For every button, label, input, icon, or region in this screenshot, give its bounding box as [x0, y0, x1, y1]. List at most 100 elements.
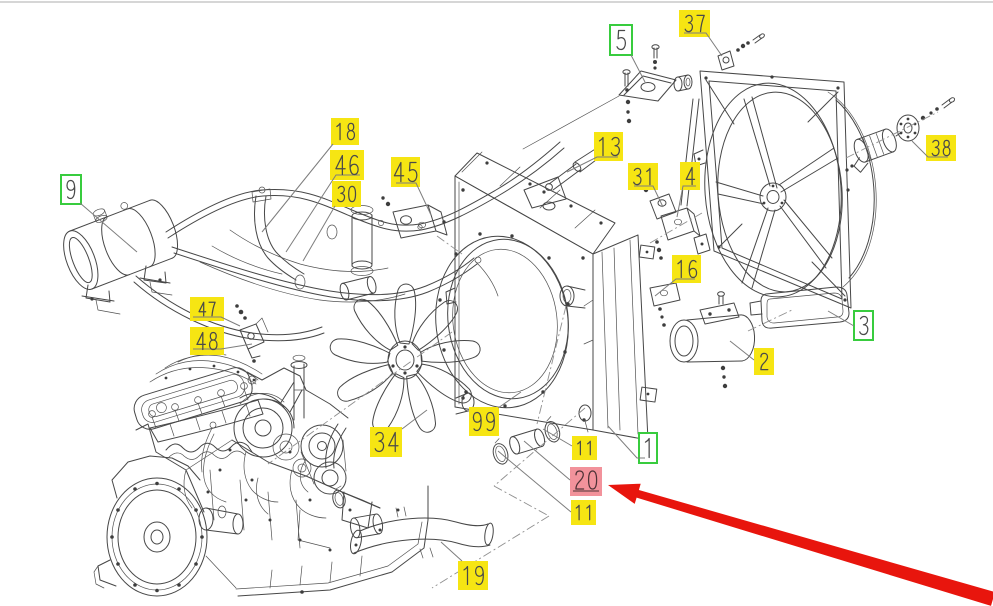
leader-line	[827, 310, 855, 327]
leader-line	[440, 541, 463, 562]
hose-segment-vertical	[350, 205, 374, 276]
flywheel-bolts	[110, 481, 204, 593]
digit-glyph	[587, 470, 598, 490]
leader-line	[79, 202, 138, 253]
part-2-housing	[669, 291, 756, 389]
callout-47[interactable]	[190, 297, 241, 327]
leader-line	[497, 450, 572, 513]
callout-20-highlighted[interactable]	[523, 440, 602, 496]
assembly-dash-lines	[267, 111, 939, 589]
callout-box	[609, 24, 633, 56]
leader-line	[654, 278, 695, 297]
callout-18[interactable]	[261, 118, 359, 233]
digit-glyph	[760, 352, 769, 371]
digit-glyph	[208, 331, 218, 351]
leader-line	[193, 316, 241, 327]
callout-number	[633, 167, 651, 186]
callout-19[interactable]	[440, 541, 488, 590]
leader-line	[261, 143, 334, 233]
digit-glyph	[942, 139, 951, 157]
callout-number	[931, 139, 951, 157]
bracket-5	[618, 44, 693, 124]
bracket-47-48	[235, 304, 269, 363]
digit-glyph	[407, 161, 418, 183]
callout-number	[198, 301, 216, 317]
callout-number	[644, 437, 650, 459]
digit-glyph	[485, 411, 495, 432]
callout-box	[572, 436, 597, 460]
callout-number	[575, 470, 598, 490]
callout-38[interactable]	[911, 135, 956, 161]
callout-5[interactable]	[609, 24, 646, 83]
digit-glyph	[336, 122, 341, 141]
digit-glyph	[688, 259, 698, 279]
callout-box	[853, 310, 874, 341]
callout-48[interactable]	[190, 327, 253, 355]
bracket-37	[717, 33, 765, 71]
callout-number	[336, 122, 356, 141]
digit-glyph	[577, 440, 582, 456]
digit-glyph	[684, 14, 694, 33]
callout-45[interactable]	[391, 157, 432, 216]
leader-line	[684, 32, 723, 57]
callout-box	[190, 327, 224, 355]
callout-number	[463, 565, 484, 586]
leader-line	[911, 140, 948, 158]
callout-number	[685, 166, 696, 186]
leader-line	[630, 54, 646, 83]
callout-99[interactable]	[469, 391, 522, 436]
digit-glyph	[463, 565, 469, 586]
digit-glyph	[198, 301, 207, 317]
callout-2[interactable]	[729, 340, 774, 375]
ring-bolts	[438, 232, 570, 408]
callout-1[interactable]	[607, 425, 658, 464]
callout-layer	[60, 10, 993, 606]
callout-13[interactable]	[566, 132, 623, 173]
fan-motor	[845, 97, 956, 173]
pipe-and-clamps	[492, 416, 561, 465]
callout-31[interactable]	[628, 163, 664, 208]
leader-line	[285, 174, 360, 253]
callout-37[interactable]	[679, 10, 723, 57]
callout-number	[859, 315, 869, 336]
callout-number	[66, 179, 76, 200]
leader-line	[302, 205, 336, 262]
hose-19	[332, 485, 494, 559]
engine	[93, 353, 429, 597]
pipe-harness	[133, 141, 565, 342]
callout-box	[680, 162, 700, 190]
callout-number	[760, 352, 769, 371]
callout-number	[598, 136, 621, 157]
leader-line	[729, 340, 755, 361]
leader-line	[676, 185, 696, 218]
callout-34[interactable]	[370, 409, 428, 457]
digit-glyph	[346, 122, 356, 141]
digit-glyph	[337, 185, 346, 203]
digit-glyph	[616, 29, 627, 51]
digit-glyph	[677, 259, 682, 279]
callout-3[interactable]	[827, 310, 874, 341]
callout-16[interactable]	[654, 255, 701, 297]
callout-46[interactable]	[285, 150, 364, 253]
callout-number	[677, 259, 698, 279]
digit-glyph	[859, 315, 869, 336]
digit-glyph	[587, 440, 591, 456]
digit-glyph	[644, 437, 650, 459]
callout-4[interactable]	[676, 162, 700, 218]
callout-9[interactable]	[60, 174, 138, 253]
digit-glyph	[472, 411, 482, 432]
hose-segment-tilted	[339, 276, 377, 301]
digit-glyph	[208, 301, 216, 317]
callout-number	[335, 154, 359, 176]
leader-line	[497, 391, 522, 409]
callout-box	[331, 118, 359, 145]
callout-box	[60, 174, 82, 205]
callout-30[interactable]	[302, 181, 361, 262]
air-tank	[63, 199, 178, 315]
callout-number	[577, 440, 591, 456]
fan-propeller	[329, 283, 481, 433]
callout-11[interactable]	[497, 450, 596, 525]
bracket-45	[381, 196, 448, 239]
callout-11[interactable]	[542, 428, 597, 460]
